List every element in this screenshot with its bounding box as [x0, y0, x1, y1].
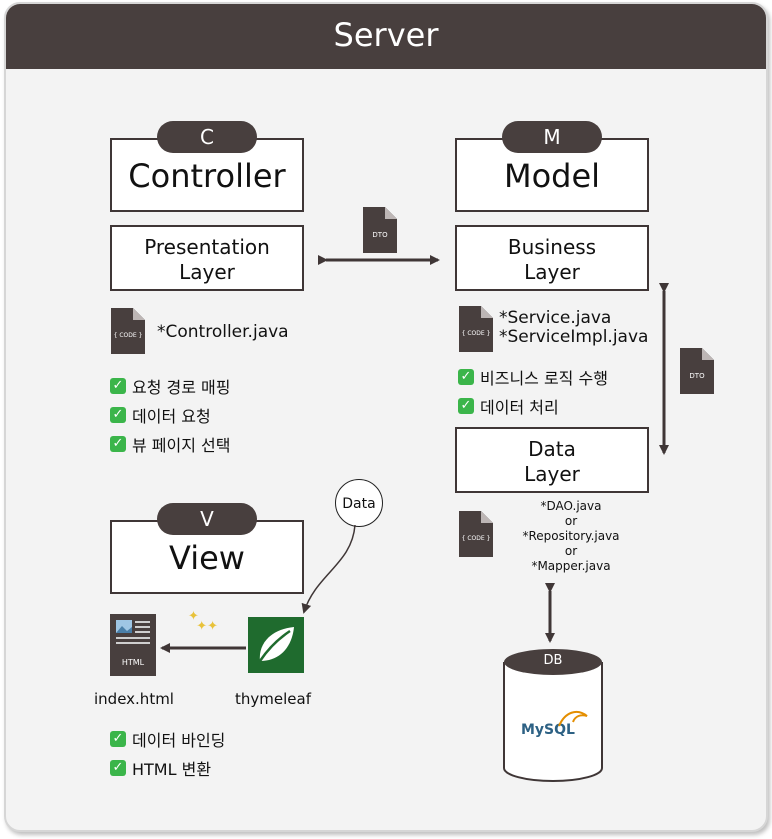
connector-arrows: [160, 255, 669, 653]
code-file-label: { CODE }: [461, 330, 491, 337]
data-layer-line2: Layer: [524, 462, 580, 486]
controller-task-item: ✓ 데이터 요청: [110, 403, 211, 427]
controller-task-text: 요청 경로 매핑: [132, 378, 231, 397]
business-layer-line1: Business: [507, 235, 597, 259]
controller-task-item: ✓ 뷰 페이지 선택: [110, 432, 231, 456]
check-mark-icon: ✓: [458, 369, 474, 385]
database-cylinder: DB MySQL: [503, 648, 603, 784]
html-document-icon: HTML: [110, 614, 156, 676]
view-badge: V: [157, 503, 257, 535]
controller-badge: C: [157, 121, 257, 153]
dolphin-icon: [558, 710, 588, 727]
dto-file-icon: DTO: [680, 348, 714, 394]
data-file-or: or: [564, 514, 578, 528]
code-file-icon: { CODE }: [459, 306, 493, 352]
dto-file-icon: DTO: [363, 207, 397, 253]
presentation-layer-box: Presentation Layer: [110, 225, 304, 291]
business-layer-line2: Layer: [524, 260, 580, 284]
server-title: Server: [6, 4, 766, 69]
controller-task-item: ✓ 요청 경로 매핑: [110, 374, 231, 398]
data-bubble: Data: [335, 479, 383, 527]
model-badge: M: [502, 121, 602, 153]
check-mark-icon: ✓: [110, 436, 126, 452]
data-thymeleaf-arrow: [301, 524, 356, 614]
business-task-item: ✓ 비즈니스 로직 수행: [458, 365, 608, 389]
server-frame: Server Controller C Presentation Layer {…: [4, 2, 768, 832]
model-label: Model: [503, 157, 601, 195]
dto-file-label: DTO: [689, 372, 705, 380]
code-file-icon: { CODE }: [459, 511, 493, 557]
view-task-text: 데이터 바인딩: [132, 731, 226, 750]
controller-task-text: 뷰 페이지 선택: [132, 436, 231, 455]
dto-file-label: DTO: [372, 231, 388, 239]
db-label: DB: [543, 653, 563, 668]
controller-label: Controller: [128, 157, 286, 195]
view-task-item: ✓ HTML 변환: [110, 756, 211, 780]
check-mark-icon: ✓: [110, 407, 126, 423]
controller-box: Controller: [110, 138, 304, 212]
business-file-names: *Service.java *ServiceImpl.java: [499, 309, 648, 347]
thymeleaf-logo-icon: [248, 617, 304, 673]
check-mark-icon: ✓: [110, 731, 126, 747]
html-file-name: index.html: [94, 690, 174, 708]
business-layer-box: Business Layer: [455, 225, 649, 291]
data-file-name: *Mapper.java: [531, 559, 611, 573]
view-task-item: ✓ 데이터 바인딩: [110, 727, 225, 751]
mysql-logo-text: MySQL: [521, 722, 575, 738]
data-layer-box: Data Layer: [455, 427, 649, 493]
business-task-text: 비즈니스 로직 수행: [480, 369, 608, 388]
data-file-name: *DAO.java: [540, 499, 602, 513]
data-file-or: or: [564, 544, 578, 558]
business-task-item: ✓ 데이터 처리: [458, 394, 559, 418]
sparkle-icon: ✦ ✦✦: [188, 609, 219, 634]
presentation-layer-line2: Layer: [179, 260, 235, 284]
controller-file-name: *Controller.java: [157, 322, 289, 342]
presentation-layer-line1: Presentation: [144, 235, 270, 259]
code-file-label: { CODE }: [113, 332, 143, 339]
thymeleaf-label: thymeleaf: [235, 690, 311, 708]
data-file-name: *Repository.java: [522, 529, 620, 543]
view-task-text: HTML 변환: [132, 760, 212, 779]
business-file-name: *ServiceImpl.java: [499, 327, 649, 347]
mysql-logo: MySQL: [521, 722, 575, 738]
html-doc-label: HTML: [121, 658, 145, 667]
check-mark-icon: ✓: [110, 760, 126, 776]
business-file-name: *Service.java: [499, 308, 612, 328]
data-layer-line1: Data: [528, 437, 576, 461]
view-label: View: [169, 539, 245, 577]
check-mark-icon: ✓: [458, 398, 474, 414]
check-mark-icon: ✓: [110, 378, 126, 394]
data-file-names: *DAO.java or *Repository.java or *Mapper…: [506, 499, 636, 574]
code-file-label: { CODE }: [461, 535, 491, 542]
controller-task-text: 데이터 요청: [132, 407, 211, 426]
business-task-text: 데이터 처리: [480, 398, 559, 417]
code-file-icon: { CODE }: [111, 308, 145, 354]
